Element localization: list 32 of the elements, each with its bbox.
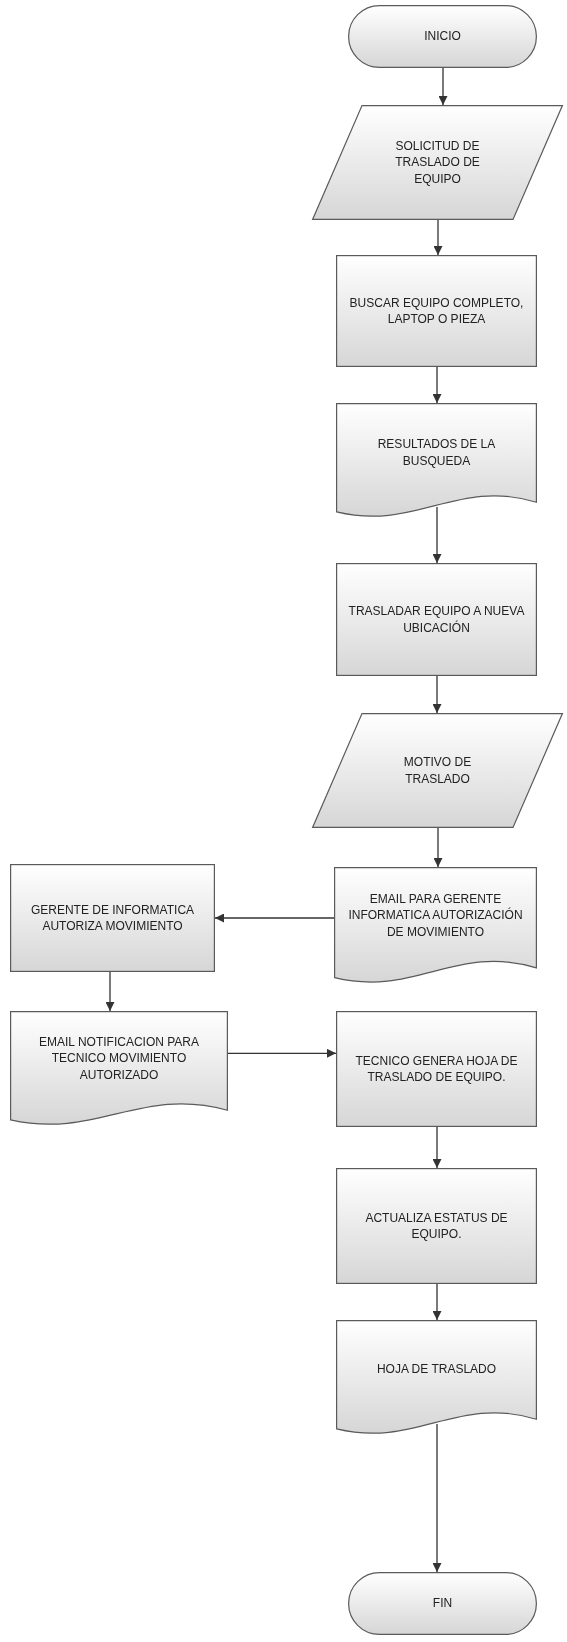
data-parallelogram	[312, 105, 563, 220]
process-box	[336, 1011, 537, 1127]
arrow	[105, 971, 115, 1012]
arrow	[433, 827, 443, 868]
process-box	[336, 563, 537, 676]
arrow	[432, 1423, 442, 1573]
arrow	[227, 1048, 337, 1058]
node-label: SOLICITUD DE TRASLADO DE EQUIPO	[394, 138, 481, 187]
node-label: RESULTADOS DE LA BUSQUEDA	[376, 436, 497, 469]
arrow	[214, 913, 335, 923]
node-label: EMAIL NOTIFICACION PARA TECNICO MOVIMIENTO AUTORIZADO	[38, 1034, 200, 1083]
node-label: GERENTE DE INFORMATICA AUTORIZA MOVIMIENTO	[29, 901, 196, 935]
arrow	[432, 1283, 442, 1321]
node-label: MOTIVO DE TRASLADO	[402, 754, 473, 787]
arrow	[432, 675, 442, 714]
node-label: FIN	[432, 1595, 453, 1612]
arrow	[432, 366, 442, 404]
node-label: TECNICO GENERA HOJA DE TRASLADO DE EQUIPO.	[354, 1052, 519, 1086]
node-label: EMAIL PARA GERENTE INFORMATICA AUTORIZACIÓN DE MOVIMIENTO	[347, 891, 524, 940]
process-box	[10, 864, 215, 972]
node-label: BUSCAR EQUIPO COMPLETO, LAPTOP O PIEZA	[348, 294, 525, 328]
arrow	[432, 1126, 442, 1169]
arrow	[432, 506, 442, 564]
node-label: TRASLADAR EQUIPO A NUEVA UBICACIÓN	[348, 603, 525, 636]
process-box	[336, 255, 537, 367]
arrow	[433, 219, 443, 256]
node-label: INICIO	[424, 28, 461, 45]
node-label: ACTUALIZA ESTATUS DE EQUIPO.	[364, 1209, 509, 1243]
data-parallelogram	[312, 713, 563, 828]
process-box	[336, 1168, 537, 1284]
node-label: HOJA DE TRASLADO	[376, 1361, 497, 1378]
arrow	[438, 67, 448, 106]
